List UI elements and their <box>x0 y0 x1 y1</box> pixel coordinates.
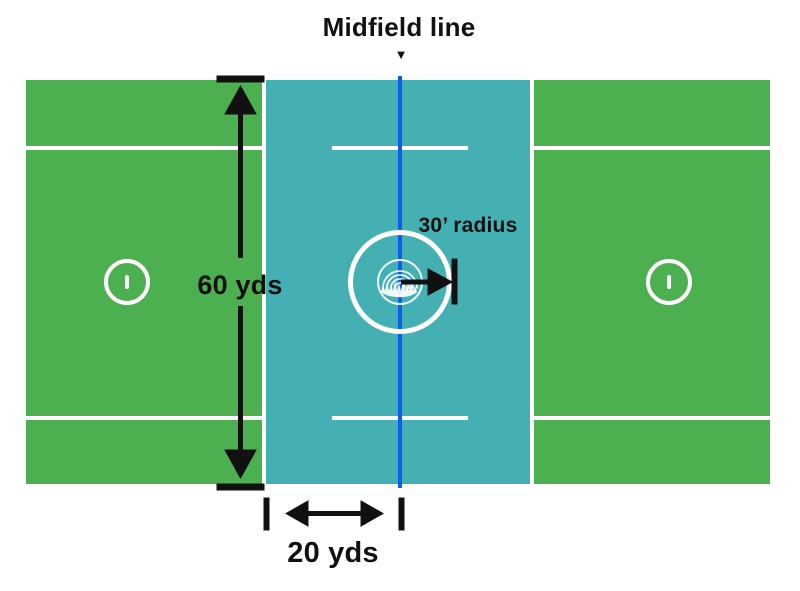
dim-20yds-right-tick <box>398 497 405 531</box>
dim-20yds-label: 20 yds <box>287 537 379 569</box>
restraining-line-left-bottom <box>26 416 262 420</box>
dim-60yds-label: 60 yds <box>197 270 283 300</box>
goal-mark-left <box>125 275 129 289</box>
center-faceoff-emblem <box>377 259 423 305</box>
field <box>22 76 774 488</box>
down-pointer-icon: ▼ <box>394 47 408 62</box>
emblem-arcs-icon <box>382 270 418 289</box>
dim-radius-label: 30’ radius <box>418 214 518 237</box>
emblem-grass-icon <box>381 281 417 298</box>
restraining-line-left-top <box>26 146 262 150</box>
dim-20yds-arrowhead-right-icon <box>360 500 385 527</box>
goal-circle-right <box>646 259 692 305</box>
restraining-line-right-top <box>534 146 770 150</box>
dim-20yds-left-tick <box>263 497 270 531</box>
goal-mark-right <box>667 275 671 289</box>
goal-circle-left <box>104 259 150 305</box>
midfield-line-label: Midfield line <box>322 12 476 42</box>
restraining-line-right-bottom <box>534 416 770 420</box>
dim-20yds-arrowhead-left-icon <box>284 500 309 527</box>
